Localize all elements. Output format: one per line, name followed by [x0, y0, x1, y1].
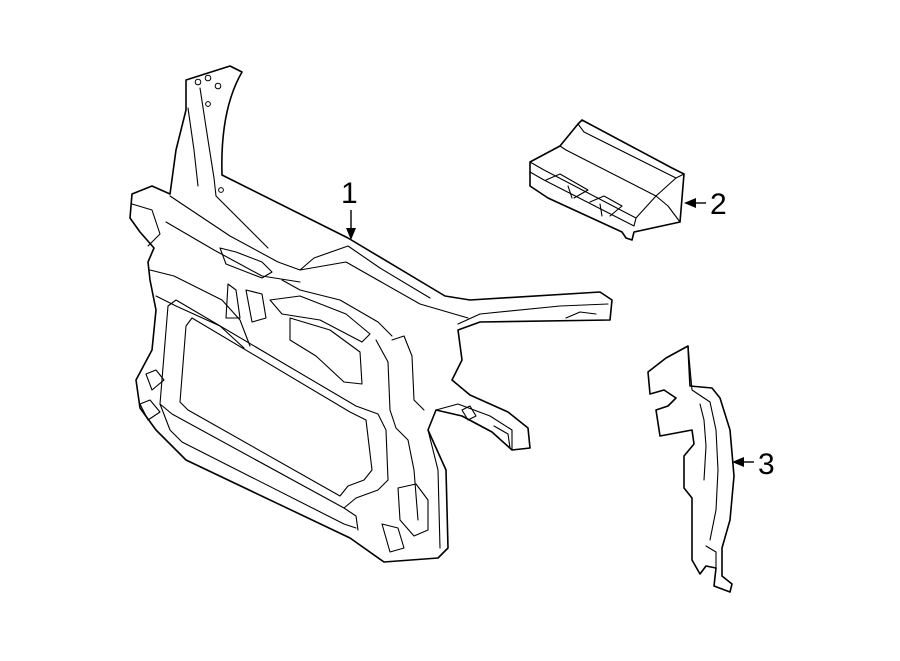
pillar-hole	[205, 101, 211, 107]
callout-1: 1	[341, 177, 358, 240]
radiator-opening-outer	[159, 299, 389, 509]
air-deflector-fold	[687, 345, 719, 541]
right-lower-arm	[435, 403, 513, 451]
air-deflector-outline	[647, 345, 735, 593]
part-2-air-duct[interactable]	[529, 119, 685, 241]
callout-3: 3	[732, 448, 775, 481]
callout-2-arrowhead	[684, 198, 696, 208]
air-duct-outline	[529, 119, 685, 241]
latch-bracket	[219, 247, 273, 279]
radiator-opening-inner	[179, 317, 373, 497]
pillar-hole	[204, 74, 212, 82]
radiator-support-outline	[129, 65, 613, 563]
callout-2: 2	[684, 188, 727, 221]
part-3-air-deflector[interactable]	[647, 345, 735, 593]
pillar-hole	[194, 78, 202, 86]
upper-pillar-edge	[199, 87, 269, 249]
callout-label-3: 3	[758, 448, 775, 481]
callout-label-1: 1	[341, 177, 358, 210]
callout-label-2: 2	[710, 188, 727, 221]
callout-3-arrowhead	[732, 457, 744, 467]
part-1-radiator-support[interactable]	[129, 65, 613, 563]
callout-1-arrowhead	[346, 228, 356, 240]
right-upright	[391, 335, 425, 411]
pillar-hole	[218, 187, 224, 193]
left-bracket	[131, 203, 161, 247]
pillar-hole	[214, 82, 222, 90]
air-duct-top-face	[577, 123, 685, 179]
